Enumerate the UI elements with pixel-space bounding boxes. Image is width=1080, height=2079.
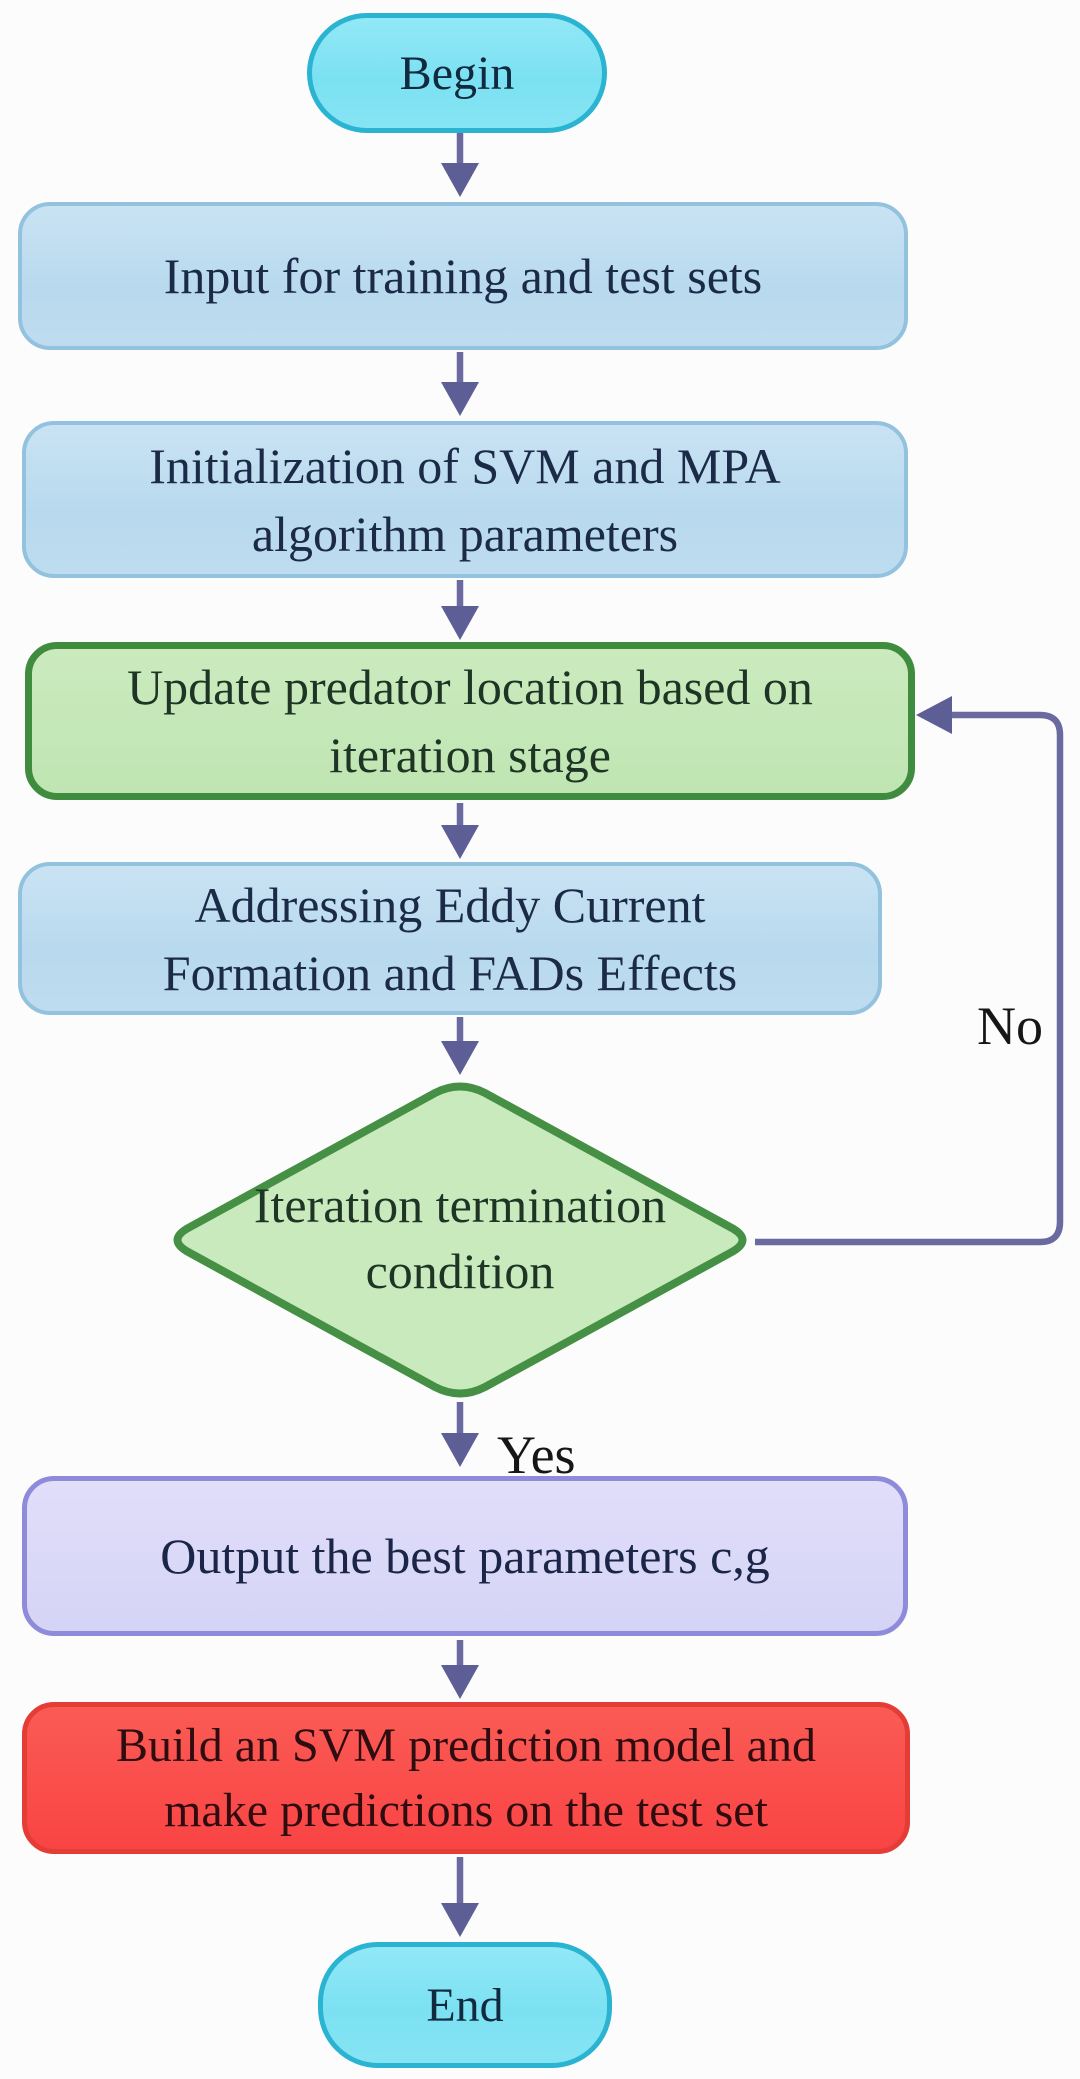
arrowhead (441, 1041, 479, 1075)
end-label: End (426, 1978, 504, 2032)
arrowhead (441, 163, 479, 197)
no-loop-line (755, 711, 1064, 1246)
eddy-current-node: Addressing Eddy Current Formation and FA… (18, 862, 882, 1015)
initialization-node: Initialization of SVM and MPA algorithm … (22, 421, 908, 578)
input-node: Input for training and test sets (18, 202, 908, 350)
yes-edge-label: Yes (497, 1425, 576, 1485)
output-parameters-node: Output the best parameters c,g (22, 1476, 908, 1636)
end-node: End (318, 1942, 612, 2068)
arrowhead (441, 825, 479, 859)
decision-diamond (173, 1082, 747, 1398)
decision-node: Iteration termination condition (253, 1177, 667, 1299)
arrowhead (441, 382, 479, 416)
build-model-node: Build an SVM prediction model and make p… (22, 1702, 910, 1854)
begin-node: Begin (307, 13, 607, 133)
no-loop-arrowhead (916, 696, 952, 734)
arrowhead (441, 1903, 479, 1937)
no-edge-label: No (977, 996, 1043, 1056)
update-predator-node: Update predator location based on iterat… (25, 642, 915, 800)
arrowhead (441, 1665, 479, 1699)
begin-label: Begin (399, 46, 515, 100)
arrowhead (441, 1433, 479, 1467)
arrowhead (441, 606, 479, 640)
